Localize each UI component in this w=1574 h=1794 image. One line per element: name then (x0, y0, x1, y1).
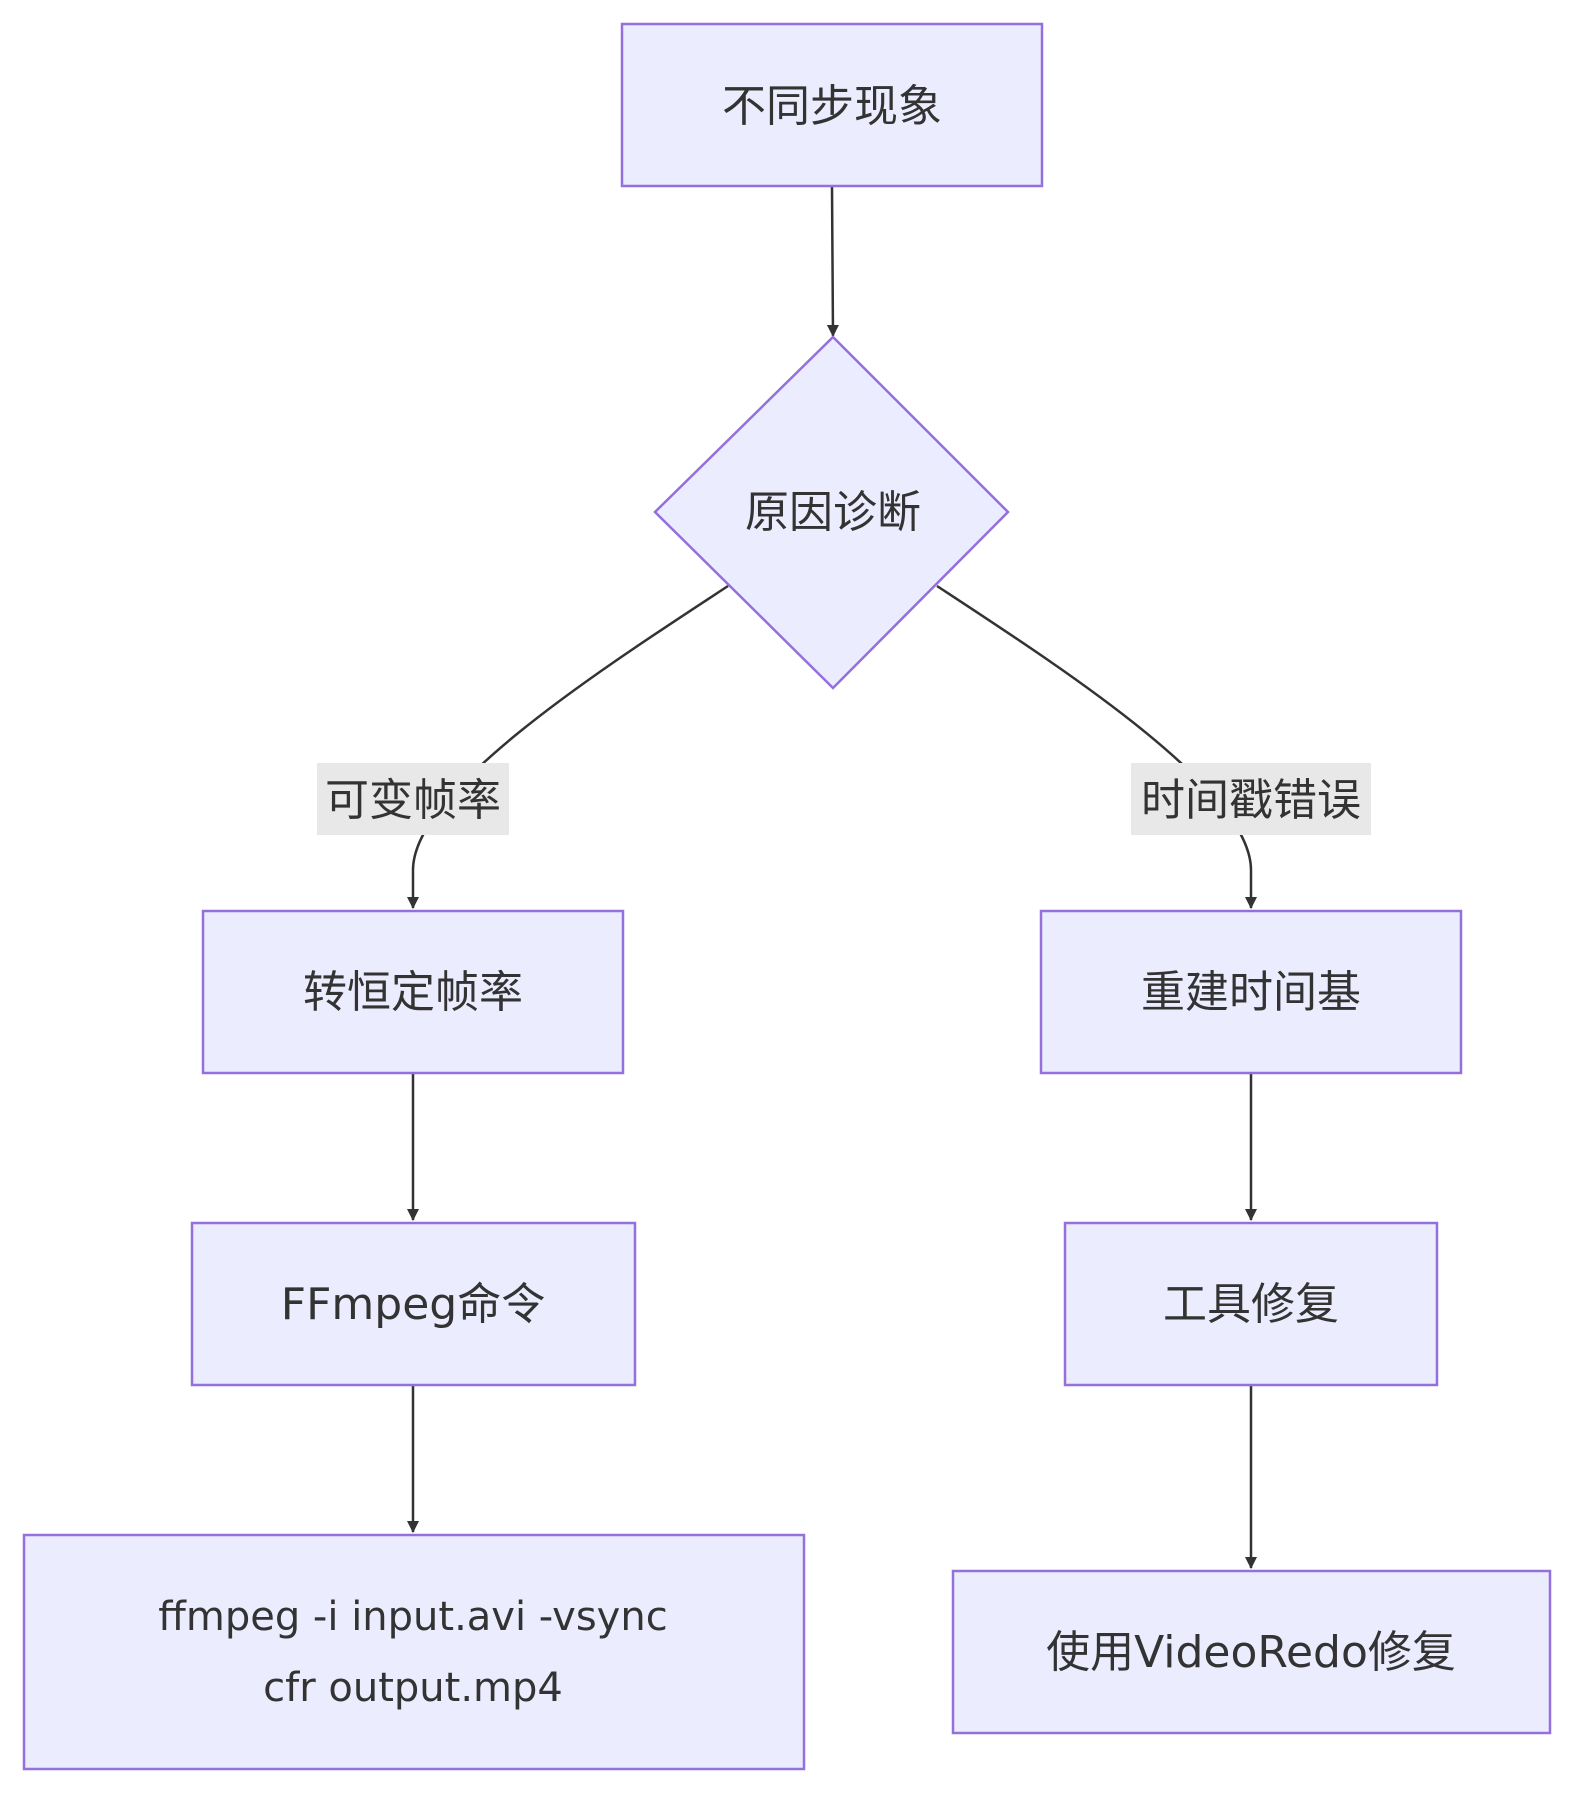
edge-label-vfr-bg (317, 763, 509, 835)
node-symptom-label: 不同步现象 (722, 81, 942, 132)
node-ffmpeg-command-label: FFmpeg命令 (281, 1279, 545, 1330)
command-line-2: cfr output.mp4 (263, 1665, 563, 1711)
command-line-1: ffmpeg -i input.avi -vsync (158, 1594, 667, 1640)
node-tool-fix-label: 工具修复 (1163, 1279, 1339, 1330)
node-rebuild-timebase[interactable]: 重建时间基 (1039, 909, 1463, 1075)
edge-symptom-diagnosis (826, 186, 839, 337)
edge-label-timestamp-error: 时间戳错误 (1141, 775, 1361, 826)
node-command-line[interactable]: ffmpeg -i input.avi -vsync cfr output.mp… (22, 1533, 806, 1771)
node-ffmpeg-command[interactable]: FFmpeg命令 (190, 1221, 637, 1387)
node-to-cfr[interactable]: 转恒定帧率 (201, 909, 625, 1075)
node-to-cfr-label: 转恒定帧率 (303, 967, 523, 1018)
node-diagnosis[interactable]: 原因诊断 (653, 335, 1010, 690)
edge-label-timestamp-bg (1131, 763, 1371, 835)
node-tool-fix[interactable]: 工具修复 (1063, 1221, 1439, 1387)
edge-diagnosis-cfr (407, 584, 729, 909)
node-diagnosis-label: 原因诊断 (745, 487, 921, 538)
node-videoredo[interactable]: 使用VideoRedo修复 (951, 1569, 1552, 1735)
edge-label-vfr: 可变帧率 (325, 775, 501, 826)
node-symptom[interactable]: 不同步现象 (620, 22, 1044, 188)
node-rebuild-timebase-label: 重建时间基 (1141, 967, 1361, 1018)
edge-diagnosis-timebase (936, 584, 1257, 909)
node-videoredo-label: 使用VideoRedo修复 (1046, 1627, 1456, 1678)
